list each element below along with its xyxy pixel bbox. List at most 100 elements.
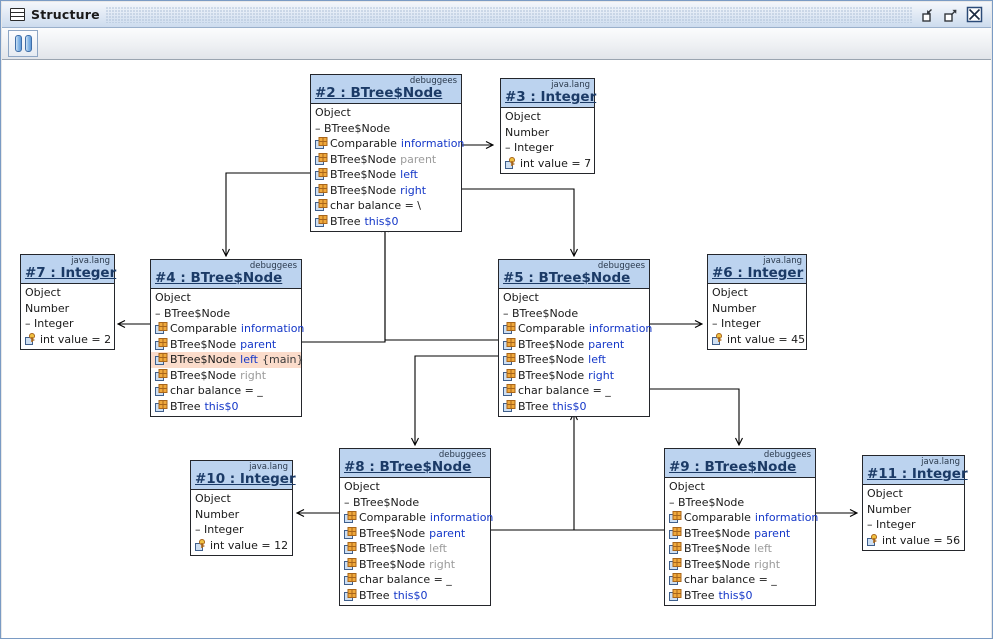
node-header[interactable]: java.lang#6 : Integer [708, 255, 806, 284]
field-name: parent [429, 526, 466, 540]
supertype-label: Object [669, 480, 705, 493]
node-field-row[interactable]: int value = 56 [863, 533, 964, 549]
node-super-row: Number [501, 125, 594, 141]
field-name: right [429, 557, 456, 571]
node-field-row[interactable]: char balance = _ [340, 572, 490, 588]
field-type: char balance = _ [359, 573, 452, 586]
node-header[interactable]: java.lang#10 : Integer [191, 461, 296, 490]
static-field-icon [712, 332, 725, 346]
field-name: this$0 [364, 214, 399, 228]
static-field-icon [25, 332, 38, 346]
field-type: Comparable [170, 322, 237, 335]
supertype-label: Object [315, 106, 351, 119]
field-name: right [588, 368, 615, 382]
field-name: parent [588, 337, 625, 351]
node-super-row: – BTree$Node [665, 495, 815, 511]
node-field-row[interactable]: char balance = _ [151, 383, 301, 399]
node-field-row[interactable]: int value = 12 [191, 538, 292, 554]
maximize-arrow-icon [944, 9, 957, 22]
field-icon [503, 337, 516, 351]
field-type: int value = 12 [210, 538, 289, 552]
node-header[interactable]: java.lang#3 : Integer [501, 79, 597, 108]
supertype-label: – BTree$Node [155, 306, 231, 320]
field-icon [315, 168, 328, 181]
window-titlebar: Structure [2, 2, 991, 28]
node-package-label: debuggees [597, 261, 645, 271]
node-field-row[interactable]: char balance = _ [499, 383, 649, 399]
node-title: #8 : BTree$Node [344, 459, 472, 475]
field-icon [155, 337, 168, 351]
window-title: Structure [31, 7, 100, 22]
field-icon [503, 368, 516, 382]
supertype-label: Number [505, 125, 550, 139]
node-field-row[interactable]: int value = 45 [708, 332, 806, 348]
node-field-row[interactable]: int value = 7 [501, 156, 594, 172]
node-header[interactable]: java.lang#7 : Integer [21, 255, 116, 284]
field-name: right [754, 557, 781, 571]
node-header[interactable]: debuggees#8 : BTree$Node [340, 449, 490, 478]
minimize-restore-button[interactable] [918, 5, 938, 25]
supertype-label: Number [195, 507, 240, 521]
maximize-button[interactable] [941, 5, 961, 25]
field-icon [155, 399, 168, 413]
node-header[interactable]: debuggees#9 : BTree$Node [665, 449, 815, 478]
edge-2-right-to-5 [462, 188, 574, 256]
supertype-label: Number [712, 301, 757, 315]
field-type: BTree$Node [170, 368, 237, 382]
field-name: this$0 [393, 588, 428, 602]
node-title: #3 : Integer [505, 89, 597, 105]
node-field-row[interactable]: char balance = _ [665, 572, 815, 588]
field-type: BTree$Node [518, 337, 585, 351]
field-name: left [240, 353, 258, 366]
structure-panel-icon [10, 8, 25, 21]
node-header[interactable]: debuggees#2 : BTree$Node [311, 75, 461, 104]
close-button[interactable] [964, 5, 984, 25]
node-header[interactable]: java.lang#11 : Integer [863, 456, 968, 485]
node-field-row[interactable]: int value = 2 [21, 332, 114, 348]
node-header[interactable]: debuggees#5 : BTree$Node [499, 260, 649, 289]
node-header[interactable]: debuggees#4 : BTree$Node [151, 260, 301, 289]
layout-columns-button[interactable] [8, 30, 38, 57]
node-field-row[interactable]: char balance = \ [311, 198, 461, 214]
field-name: parent [754, 526, 791, 540]
field-type: BTree$Node [330, 168, 397, 181]
supertype-label: Object [867, 487, 903, 500]
